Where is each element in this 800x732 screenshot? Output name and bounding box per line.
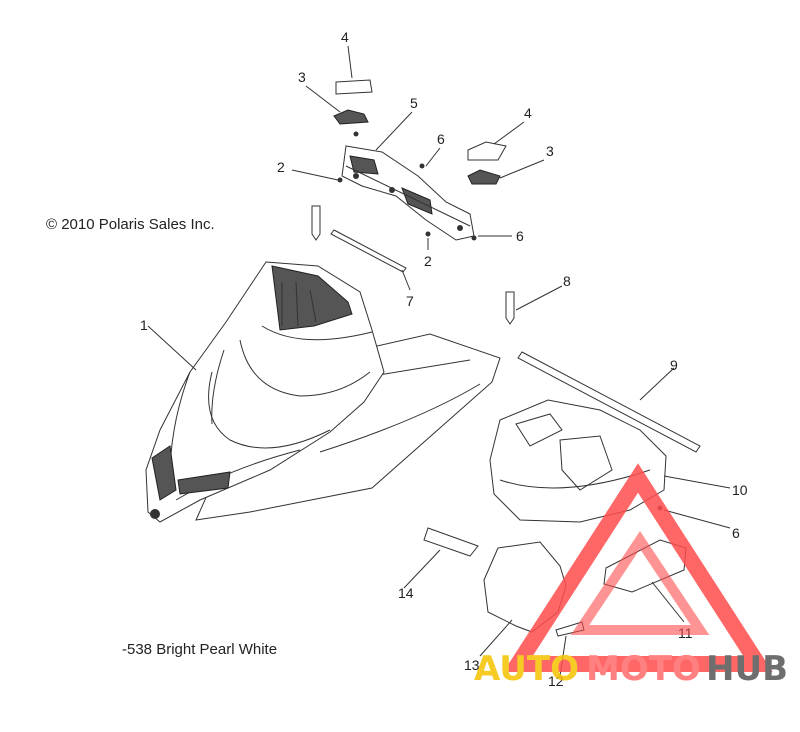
callout-7: 7 — [406, 293, 414, 309]
watermark-inner-triangle-icon — [570, 530, 710, 635]
color-note: -538 Bright Pearl White — [122, 641, 277, 658]
seal-strip-part — [330, 229, 407, 273]
fastener-right-part — [505, 291, 515, 325]
leader-lines — [147, 45, 731, 677]
fastener-left-part — [311, 205, 321, 241]
callout-8: 8 — [563, 273, 571, 289]
trim-strip-part — [517, 351, 701, 453]
callout-13: 13 — [464, 657, 480, 673]
callout-12: 12 — [548, 673, 564, 689]
callout-6-right: 6 — [732, 525, 740, 541]
callout-4-right: 4 — [524, 105, 532, 121]
callout-2-top: 2 — [277, 159, 285, 175]
clip-right-part — [467, 169, 501, 185]
callout-5: 5 — [410, 95, 418, 111]
copyright-text: © 2010 Polaris Sales Inc. — [46, 216, 215, 233]
watermark-hub: HUB — [706, 649, 788, 689]
watermark-triangle-icon — [503, 463, 773, 672]
gasket-part — [603, 539, 687, 593]
callout-3-top: 3 — [298, 69, 306, 85]
hood-part — [145, 261, 501, 523]
foam-part — [423, 527, 479, 557]
pad-left-part — [335, 79, 373, 95]
callout-6-top: 6 — [437, 131, 445, 147]
callout-10: 10 — [732, 482, 748, 498]
watermark-moto: MOTO — [586, 649, 701, 689]
screw-parts — [337, 177, 431, 237]
bracket-part — [341, 145, 475, 241]
clip-left-part — [333, 109, 369, 125]
callout-14: 14 — [398, 585, 414, 601]
callout-3-right: 3 — [546, 143, 554, 159]
pad-right-part — [467, 141, 507, 161]
watermark-logo: AUTO MOTO HUB — [474, 463, 788, 689]
callout-9: 9 — [670, 357, 678, 373]
callout-numbers: 4 3 5 6 2 4 3 6 2 7 1 8 9 10 6 11 14 13 … — [140, 29, 748, 689]
callout-2-bottom: 2 — [424, 253, 432, 269]
callout-6-mid: 6 — [516, 228, 524, 244]
watermark-auto: AUTO — [474, 649, 579, 689]
callout-1: 1 — [140, 317, 148, 333]
callout-4-top: 4 — [341, 29, 349, 45]
